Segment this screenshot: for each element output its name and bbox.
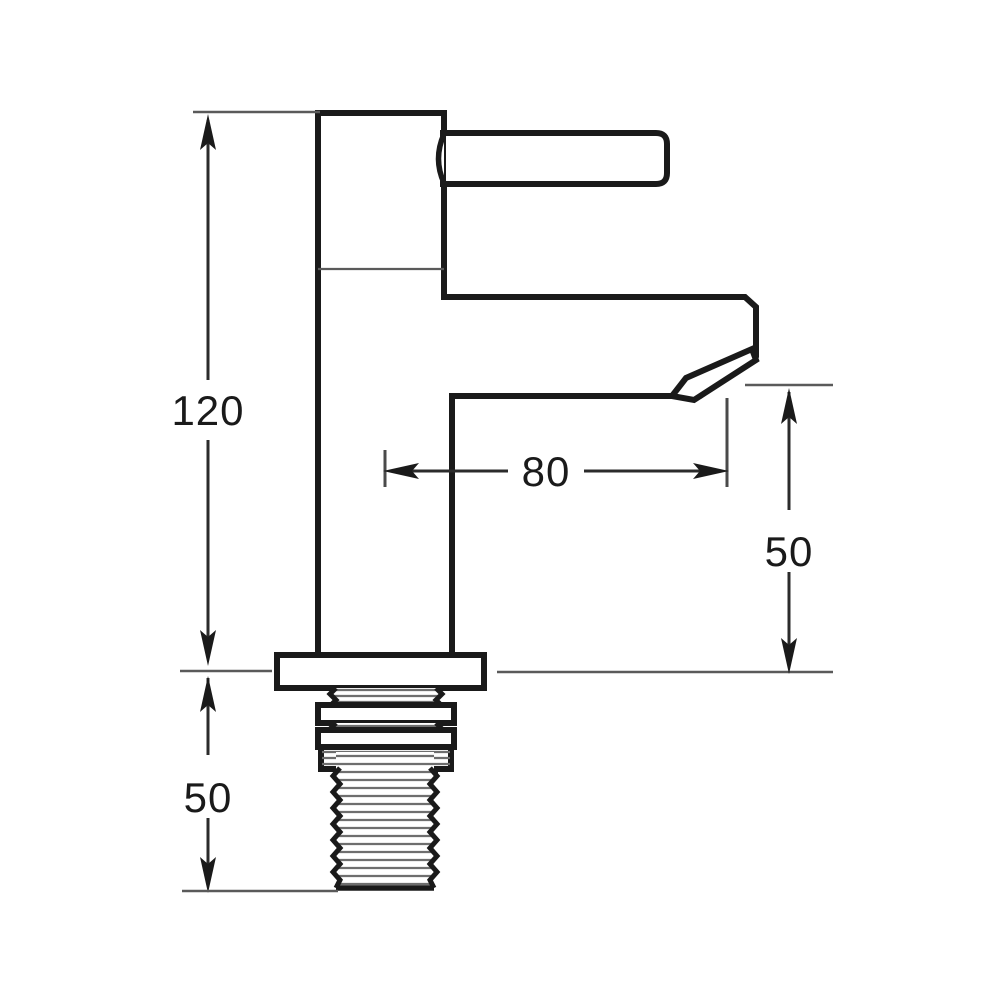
arrow-120-top <box>200 114 216 150</box>
dimension-shank-length: 50 <box>182 676 338 893</box>
handle-pivot-arc <box>435 132 447 185</box>
handle-lever-outline <box>440 130 670 187</box>
dimension-label-120: 120 <box>171 387 244 434</box>
shank-lower-thread-left <box>329 766 344 890</box>
mounting-flange <box>274 652 487 691</box>
shank-lower-hatching <box>336 754 434 886</box>
aerator-outline <box>666 344 760 404</box>
dimension-label-50-shank: 50 <box>184 774 233 821</box>
arrow-80-right <box>693 463 729 479</box>
dimension-overall-height: 120 <box>171 110 320 666</box>
dimension-spout-projection: 80 <box>383 398 729 495</box>
arrow-50L-bottom <box>200 857 216 893</box>
arrow-50R-bottom <box>781 638 797 674</box>
washer-upper <box>315 702 457 726</box>
arrow-50L-top <box>200 676 216 712</box>
tap-geometry-group <box>274 110 760 892</box>
arrow-80-left <box>383 463 419 479</box>
dimension-spout-height: 50 <box>497 383 833 674</box>
shank-lower-thread-right <box>426 766 441 890</box>
dimension-label-80: 80 <box>522 448 571 495</box>
arrow-120-bottom <box>200 630 216 666</box>
arrow-50R-top <box>781 388 797 424</box>
dimension-label-50-spout: 50 <box>765 528 814 575</box>
